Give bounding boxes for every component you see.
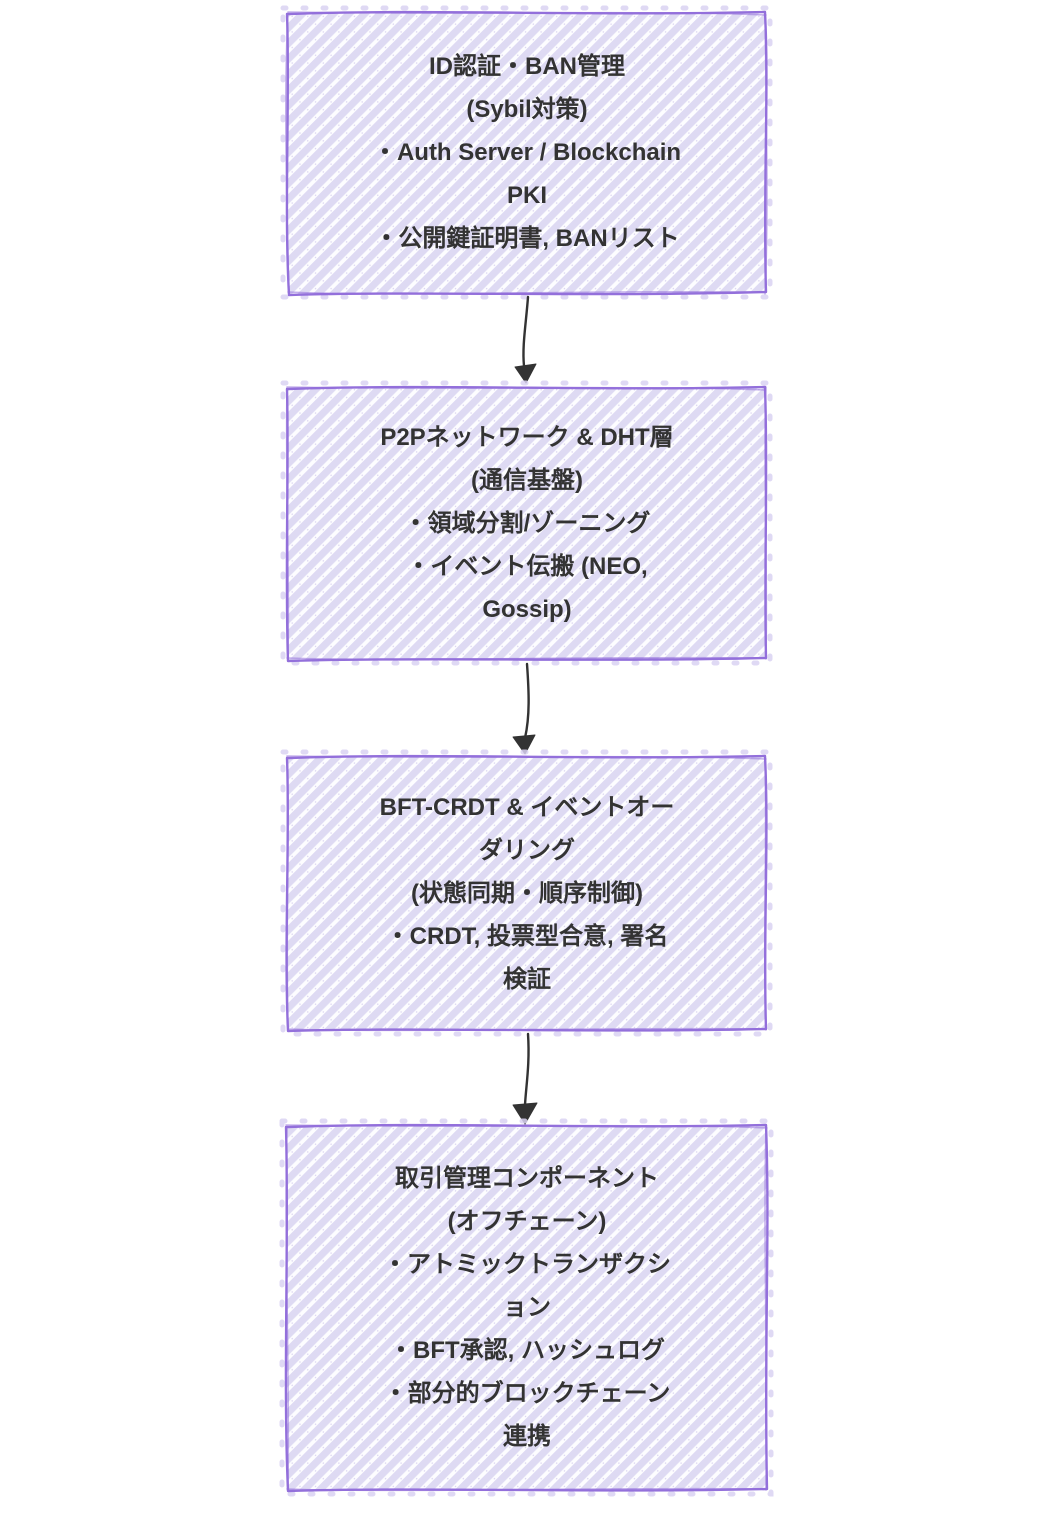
node-box-auth-border-2 xyxy=(285,11,768,295)
node-box-auth-overshoot xyxy=(280,5,773,300)
node-p2p-label: P2Pネットワーク & DHT層 (通信基盤) ・領域分割/ゾーニング ・イベン… xyxy=(290,386,764,660)
node-box-bft-crdt-border-2 xyxy=(286,755,767,1032)
node-box-bft-crdt-fill xyxy=(286,756,767,1031)
node-auth-label: ID認証・BAN管理 (Sybil対策) ・Auth Server / Bloc… xyxy=(290,11,764,294)
node-box-bft-crdt xyxy=(280,749,773,1037)
node-box-p2p-overshoot xyxy=(280,380,773,666)
edge-p2p-to-bft xyxy=(512,662,536,755)
node-text-line: ・公開鍵証明書, BANリスト xyxy=(374,225,680,252)
edge-p2p-to-bft-line xyxy=(523,662,530,740)
node-text-line: (オフチェーン) xyxy=(447,1208,607,1235)
node-bft-crdt-label: BFT-CRDT & イベントオー ダリング (状態同期・順序制御) ・CRDT… xyxy=(290,755,764,1031)
node-box-p2p-border-2 xyxy=(285,386,768,661)
node-title-line: BFT-CRDT & イベントオー xyxy=(379,793,675,821)
node-title-line: P2Pネットワーク & DHT層 xyxy=(380,423,674,451)
node-text-line: PKI xyxy=(506,182,547,209)
node-text-line: (通信基盤) xyxy=(471,466,583,494)
node-box-transaction xyxy=(279,1118,774,1497)
arrowhead-down-icon xyxy=(514,363,537,384)
node-text-line: ョン xyxy=(503,1294,551,1321)
node-box-transaction-overshoot xyxy=(279,1118,774,1497)
node-text-line: ・イベント伝搬 (NEO, xyxy=(406,552,648,580)
node-text-line: (状態同期・順序制御) xyxy=(411,879,643,907)
node-text-line: ・領域分割/ゾーニング xyxy=(403,509,651,537)
arrowhead-down-icon xyxy=(512,734,536,755)
node-box-p2p-fill xyxy=(286,387,767,661)
edge-bft-to-transaction-line xyxy=(523,1032,530,1107)
node-text-line: ・アトミックトランザクシ xyxy=(383,1251,671,1278)
node-text-line: (Sybil対策) xyxy=(466,96,588,123)
node-title-line: 取引管理コンポーネント xyxy=(395,1165,659,1192)
node-text-line: Gossip) xyxy=(482,595,572,623)
node-text-line: ・Auth Server / Blockchain xyxy=(372,139,682,166)
arrowhead-down-icon xyxy=(512,1102,538,1125)
node-text-line: ダリング xyxy=(479,836,575,864)
node-box-transaction-fill xyxy=(285,1125,768,1491)
edge-bft-to-transaction xyxy=(512,1032,538,1125)
node-title-line: ID認証・BAN管理 xyxy=(429,53,625,80)
node-transaction-label: 取引管理コンポーネント (オフチェーン) ・アトミックトランザクシ ョン ・BF… xyxy=(290,1124,764,1491)
node-box-auth-fill xyxy=(286,12,767,295)
node-text-line: ・部分的ブロックチェーン xyxy=(383,1380,671,1407)
node-text-line: 検証 xyxy=(503,965,551,993)
node-box-transaction-border-2 xyxy=(285,1124,768,1492)
node-text-line: ・BFT承認, ハッシュログ xyxy=(389,1337,665,1364)
node-box-bft-crdt-overshoot xyxy=(280,749,773,1037)
node-text-line: 連携 xyxy=(503,1423,551,1450)
edge-auth-to-p2p-line xyxy=(522,295,530,368)
node-box-p2p xyxy=(280,380,773,666)
node-text-line: ・CRDT, 投票型合意, 署名 xyxy=(385,922,669,950)
node-box-auth xyxy=(280,5,773,300)
edge-auth-to-p2p xyxy=(514,295,537,384)
